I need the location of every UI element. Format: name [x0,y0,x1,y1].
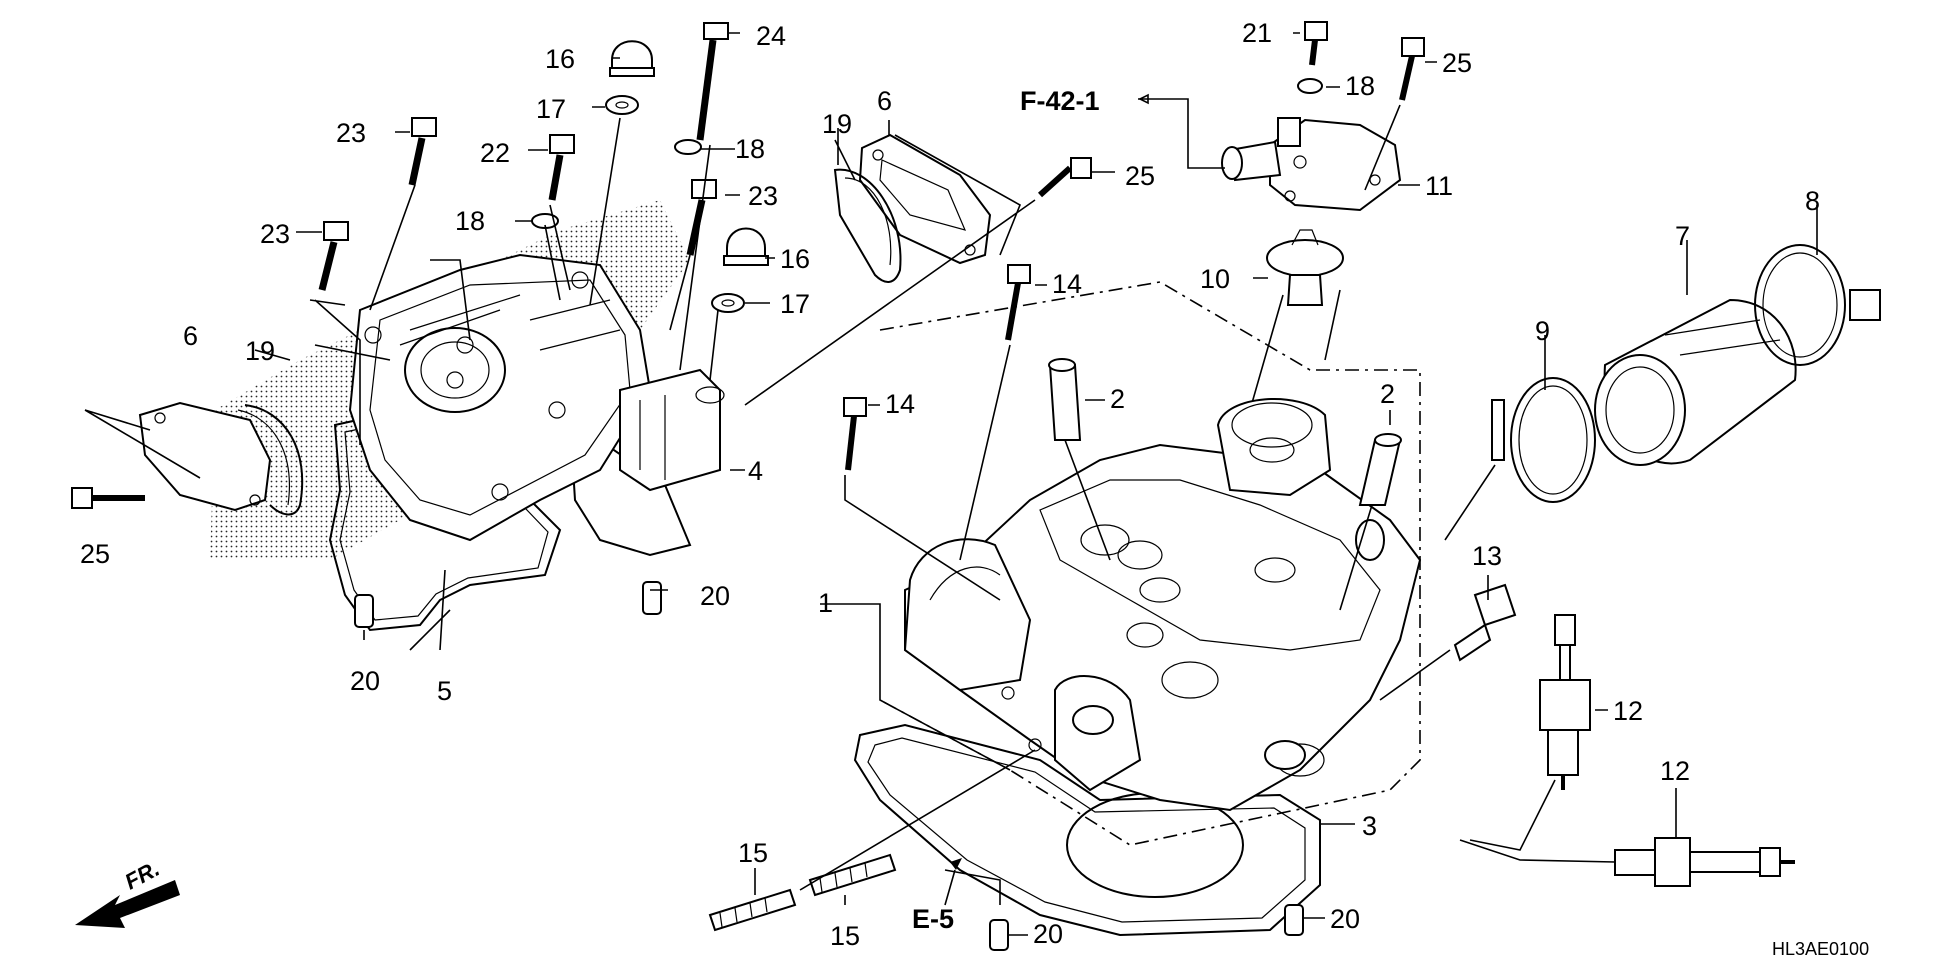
callout-8: 8 [1805,186,1820,216]
callout-21: 21 [1242,18,1272,48]
callout-15: 15 [830,921,860,951]
callout-19: 19 [822,109,852,139]
reference-labels: F-42-1 E-5 FR. HL3AE0100 [121,86,1869,959]
callout-23: 23 [748,181,778,211]
callout-15: 15 [738,838,768,868]
callout-20: 20 [350,666,380,696]
callout-24: 24 [756,21,786,51]
callout-4: 4 [748,456,763,486]
callout-3: 3 [1362,811,1377,841]
callout-6: 6 [877,86,892,116]
cylinder-head-assembly [820,281,1422,937]
callout-25: 25 [80,539,110,569]
callout-20: 20 [1033,919,1063,949]
thermostat-assembly [1138,21,1437,411]
callout-6: 6 [183,321,198,351]
callout-2: 2 [1380,379,1395,409]
ref-label-f42: F-42-1 [1020,86,1100,116]
callout-13: 13 [1472,541,1502,571]
callout-18: 18 [735,134,765,164]
callout-9: 9 [1535,316,1550,346]
studs-and-dowels [708,749,1325,951]
callout-14: 14 [1052,269,1082,299]
callout-11: 11 [1425,171,1453,201]
sensor-and-plugs [1379,575,1795,887]
head-cover-assembly [71,200,725,632]
callout-23: 23 [336,118,366,148]
ref-label-e5: E-5 [912,904,954,934]
callout-25: 25 [1125,161,1155,191]
callout-12: 12 [1660,756,1690,786]
callout-17: 17 [536,94,566,124]
callout-18: 18 [1345,71,1375,101]
reference-arrows [950,93,1149,870]
callout-5: 5 [437,676,452,706]
callout-19: 19 [245,336,275,366]
callout-16: 16 [545,44,575,74]
callout-10: 10 [1200,264,1230,294]
head-fasteners [843,264,1402,611]
callout-17: 17 [780,289,810,319]
upper-cap-assembly [744,120,1115,406]
diagram-code: HL3AE0100 [1772,939,1869,959]
head-cover-fasteners [254,22,775,651]
callout-20: 20 [700,581,730,611]
callout-7: 7 [1675,221,1690,251]
callout-16: 16 [780,244,810,274]
front-arrow-icon [75,880,180,928]
callout-25: 25 [1442,48,1472,78]
callout-20: 20 [1330,904,1360,934]
callout-1: 1 [818,588,833,618]
callout-23: 23 [260,219,290,249]
callout-14: 14 [885,389,915,419]
callout-22: 22 [480,138,510,168]
callout-labels: 24 16 17 23 22 18 23 23 16 17 6 19 25 4 … [80,18,1820,951]
callout-2: 2 [1110,384,1125,414]
intake-assembly [1444,205,1881,541]
callout-12: 12 [1613,696,1643,726]
callout-18: 18 [455,206,485,236]
